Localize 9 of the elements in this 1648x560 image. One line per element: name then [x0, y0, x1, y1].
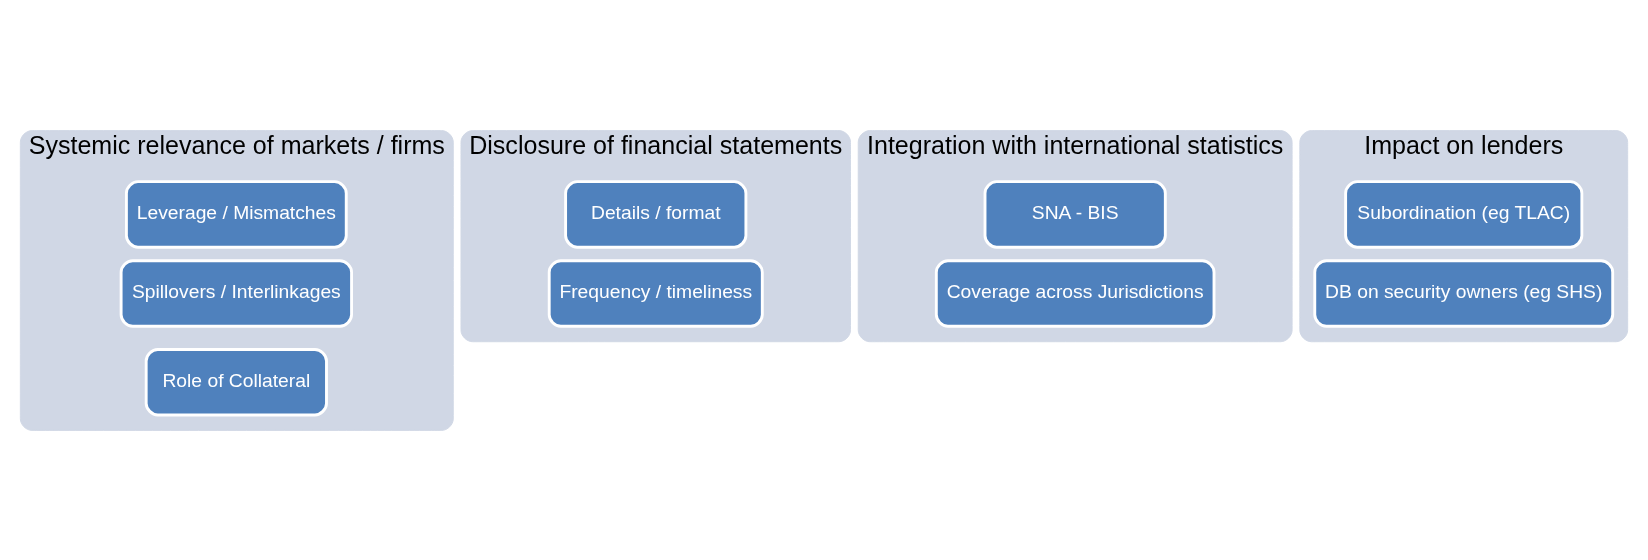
node-box: Role of Collateral — [144, 347, 328, 416]
node-box: Subordination (eg TLAC) — [1344, 179, 1584, 249]
node-box: Details / format — [564, 179, 748, 249]
node-box: SNA - BIS — [983, 179, 1167, 249]
node-box: Spillovers / Interlinkages — [119, 258, 353, 328]
node-box: Frequency / timeliness — [547, 258, 764, 328]
node-box: DB on security owners (eg SHS) — [1313, 258, 1615, 328]
node-box: Coverage across Jurisdictions — [934, 258, 1216, 328]
node-box: Leverage / Mismatches — [124, 179, 348, 249]
